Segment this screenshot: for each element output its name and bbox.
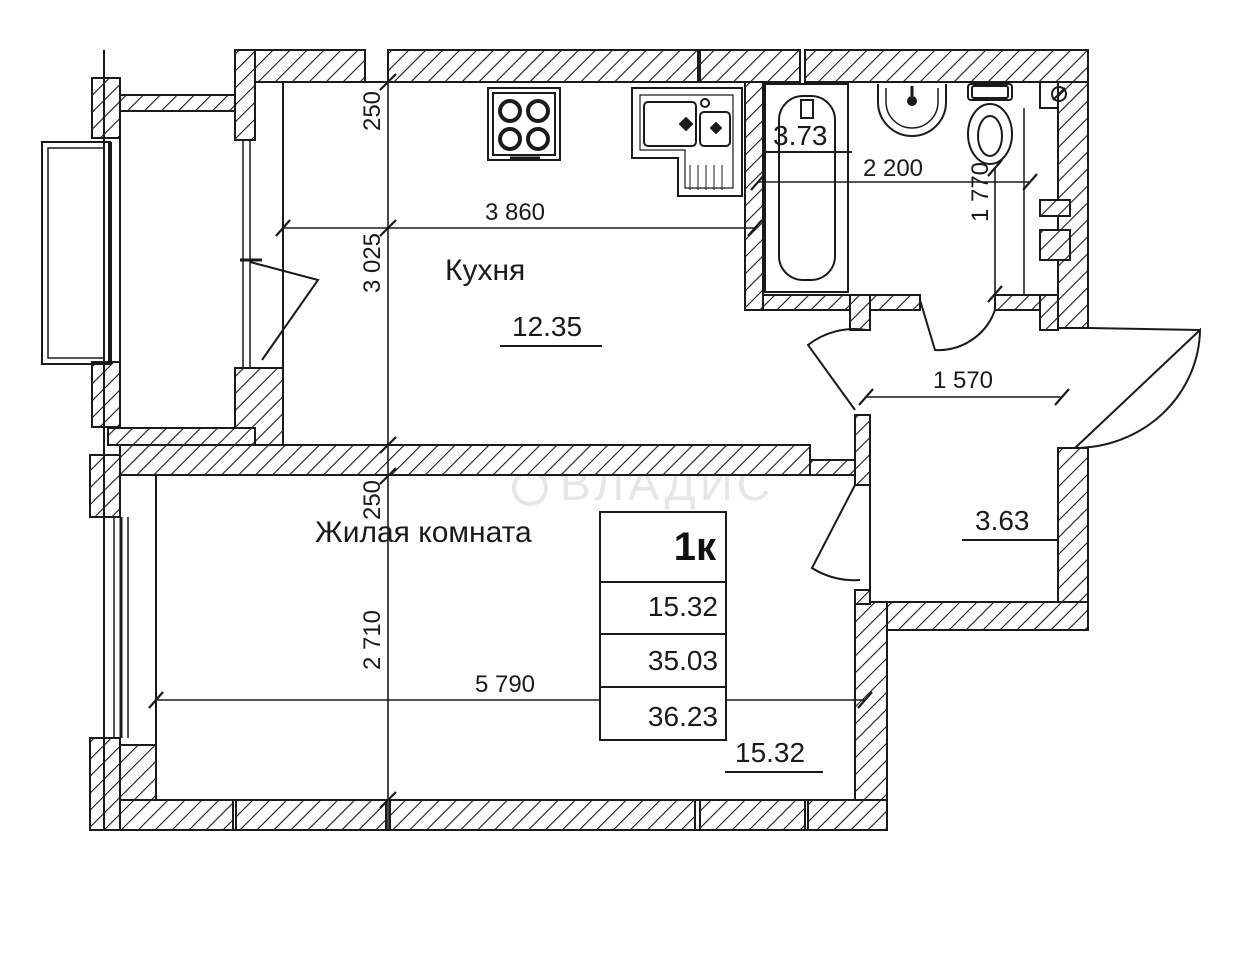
balcony-door[interactable]: [249, 261, 320, 361]
wall-bottom-3: [389, 799, 696, 831]
loggia: [41, 50, 320, 830]
summary-total-with-balcony: 36.23: [648, 701, 718, 732]
wall-kitchen-left-top: [234, 49, 256, 141]
bathroom-area: 3.73: [773, 120, 828, 151]
wall-loggia-left-bottom: [91, 361, 121, 428]
wall-hall-left-b: [854, 589, 871, 605]
watermark-logo-icon: [512, 470, 548, 506]
bathtub-icon: [764, 83, 849, 293]
dim-kitchen-depth: 3 025: [359, 233, 386, 293]
washbasin-icon: [877, 84, 947, 137]
stove-icon: [487, 87, 561, 161]
living-area: 15.32: [735, 737, 805, 768]
wall-wc-stub: [1039, 294, 1059, 331]
wall-bottom-4: [699, 799, 806, 831]
balcony-slab: [41, 141, 111, 365]
walls: [89, 49, 1089, 831]
wall-top-3: [699, 49, 801, 83]
dim-bath-width: 2 200: [863, 155, 923, 182]
apartment-type: 1к: [674, 525, 717, 569]
dimension-lines: [156, 50, 1062, 830]
dim-living-width: 5 790: [475, 671, 535, 698]
wall-kitchen-living: [119, 444, 811, 476]
dim-kitchen-width: 3 860: [485, 199, 545, 226]
doors: [806, 299, 1202, 582]
wall-left-living-inner-b: [119, 744, 157, 801]
kitchen-label: Кухня: [445, 254, 525, 287]
wall-loggia-left-top: [91, 77, 121, 139]
wall-loggia-top: [119, 94, 236, 112]
wall-bottom-5: [807, 799, 888, 831]
riser-shaft-icon: [1023, 81, 1071, 295]
wall-hall-left: [854, 414, 871, 486]
wall-loggia-bottom: [107, 427, 256, 446]
wall-bottom-2: [235, 799, 387, 831]
wall-bath-stub: [849, 294, 871, 331]
kitchen-door[interactable]: [806, 328, 867, 411]
entrance-door[interactable]: [1074, 327, 1202, 449]
wall-top-1: [254, 49, 366, 83]
dimension-ticks: [148, 73, 1070, 809]
wall-top-4: [804, 49, 1089, 83]
wall-bath-bottom: [744, 294, 921, 311]
dim-bath-depth: 1 770: [967, 162, 994, 222]
wall-top-2: [387, 49, 699, 83]
inner-outlines: [104, 81, 887, 831]
living-room-door[interactable]: [810, 484, 861, 582]
dim-living-depth: 2 710: [359, 610, 386, 670]
kitchen-area: 12.35: [512, 311, 582, 342]
wall-bottom-1: [117, 799, 234, 831]
dim-mid-wall: 250: [359, 480, 386, 520]
wall-right-lower: [1057, 447, 1089, 631]
living-label: Жилая комната: [315, 516, 532, 549]
dim-hall-width: 1 570: [933, 367, 993, 394]
dim-top-offset: 250: [359, 91, 386, 131]
wall-living-right: [854, 601, 888, 831]
hall-area: 3.63: [975, 505, 1030, 536]
wall-hall-bottom: [854, 601, 1089, 631]
living-window[interactable]: [113, 517, 129, 738]
wall-kitchen-living-stub: [809, 459, 856, 476]
summary-total-area: 35.03: [648, 645, 718, 676]
summary-table: [599, 511, 727, 741]
kitchen-sink-icon: [631, 87, 743, 197]
wall-bath-left: [744, 81, 764, 311]
summary-living-area: 15.32: [648, 591, 718, 622]
toilet-icon: [967, 83, 1013, 165]
bathroom-door[interactable]: [919, 299, 996, 352]
